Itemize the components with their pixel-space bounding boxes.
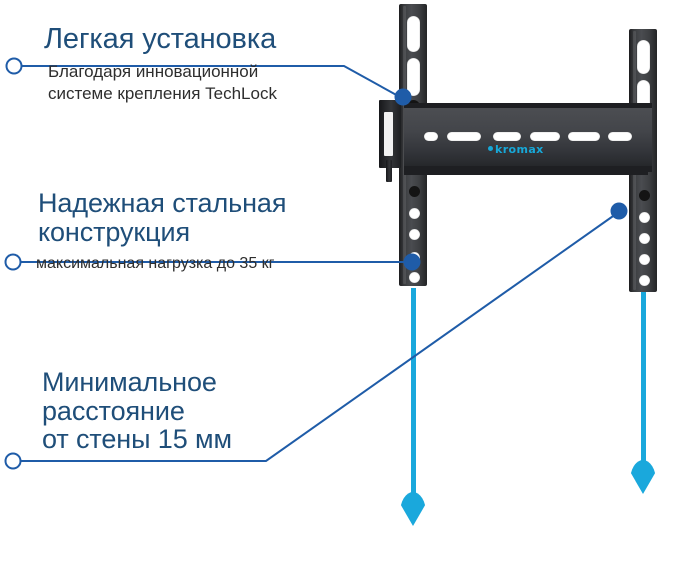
measure-arrowhead-left <box>400 492 426 526</box>
left-rail-slot-1 <box>407 16 420 52</box>
crossbar-slot-4 <box>530 132 560 141</box>
brand-logo: kromax <box>488 143 544 156</box>
right-rail-hole-1 <box>639 190 650 201</box>
left-rail-slot-2 <box>407 58 420 96</box>
crossbar-lip <box>404 172 648 175</box>
right-rail-hole-3 <box>639 233 650 244</box>
left-rail-hole-1 <box>409 186 420 197</box>
callout-2-subtitle: максимальная нагрузка до 35 кг <box>36 255 275 273</box>
callout-minimum-wall-distance: Минимальное расстояние от стены 15 мм <box>42 368 232 454</box>
callout-easy-installation: Легкая установка Благодаря инновационной… <box>44 24 277 106</box>
measure-line-right <box>641 292 646 462</box>
kromax-dot-icon <box>488 146 493 151</box>
callout-1-title: Легкая установка <box>44 23 277 55</box>
callout-3-title: Минимальное расстояние от стены 15 мм <box>42 367 232 455</box>
crossbar-bottom-edge <box>404 166 652 172</box>
crossbar-slot-2 <box>447 132 481 141</box>
measure-line-left <box>411 288 416 494</box>
left-rail-hole-2 <box>409 208 420 219</box>
brand-logo-text: kromax <box>495 143 544 156</box>
crossbar-slot-5 <box>568 132 600 141</box>
right-rail-hole-4 <box>639 254 650 265</box>
measure-arrowhead-right <box>630 460 656 494</box>
crossbar-slot-3 <box>493 132 521 141</box>
left-rail-hole-5 <box>409 272 420 283</box>
right-rail-slot-1 <box>637 40 650 74</box>
release-tab-stem <box>386 160 392 182</box>
left-rail-hole-3 <box>409 229 420 240</box>
release-tab-inner <box>384 112 393 156</box>
callout-2-title: Надежная стальная конструкция <box>38 188 287 247</box>
callout-steel-construction: Надежная стальная конструкция максимальн… <box>36 188 287 274</box>
left-rail-hole-4 <box>409 252 420 263</box>
crossbar-slot-1 <box>424 132 438 141</box>
crossbar-slot-6 <box>608 132 632 141</box>
callout-1-subtitle: Благодаря инновационной системе креплени… <box>48 61 277 104</box>
crossbar-top-edge <box>404 103 652 108</box>
right-rail-hole-2 <box>639 212 650 223</box>
right-rail-hole-5 <box>639 275 650 286</box>
